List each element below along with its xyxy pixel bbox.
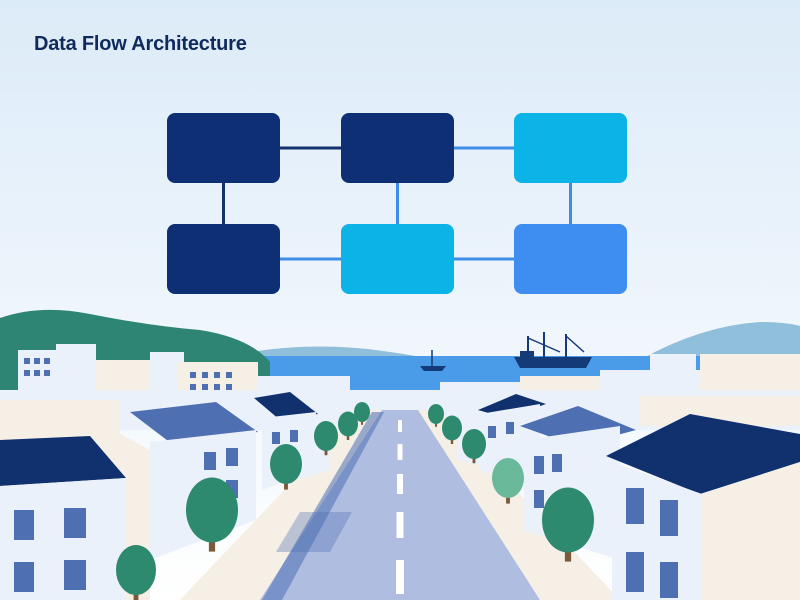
tree [428, 404, 444, 427]
tree [354, 402, 370, 425]
tree [186, 477, 238, 552]
flow-diagram [167, 113, 627, 294]
diagram-node-r1c1 [167, 113, 280, 183]
tree [338, 411, 358, 440]
tree [542, 487, 594, 562]
tree [116, 545, 156, 600]
ship-hull [514, 357, 592, 368]
diagram-node-r2c3 [514, 224, 627, 294]
street [180, 410, 620, 600]
tree [314, 421, 338, 456]
right-buildings [458, 394, 800, 600]
diagram-node-r1c2 [341, 113, 454, 183]
tree [462, 429, 486, 464]
tree [442, 415, 462, 444]
tree [492, 458, 524, 504]
diagram-node-r1c3 [514, 113, 627, 183]
cargo-ship [514, 332, 592, 368]
tree [270, 444, 302, 490]
small-boat [420, 350, 446, 371]
diagram-nodes [167, 113, 627, 294]
diagram-connectors [222, 146, 572, 261]
page-title: Data Flow Architecture [34, 33, 247, 55]
street-trees [116, 402, 594, 600]
diagram-node-r2c2 [341, 224, 454, 294]
diagram-node-r2c1 [167, 224, 280, 294]
road [260, 410, 540, 600]
